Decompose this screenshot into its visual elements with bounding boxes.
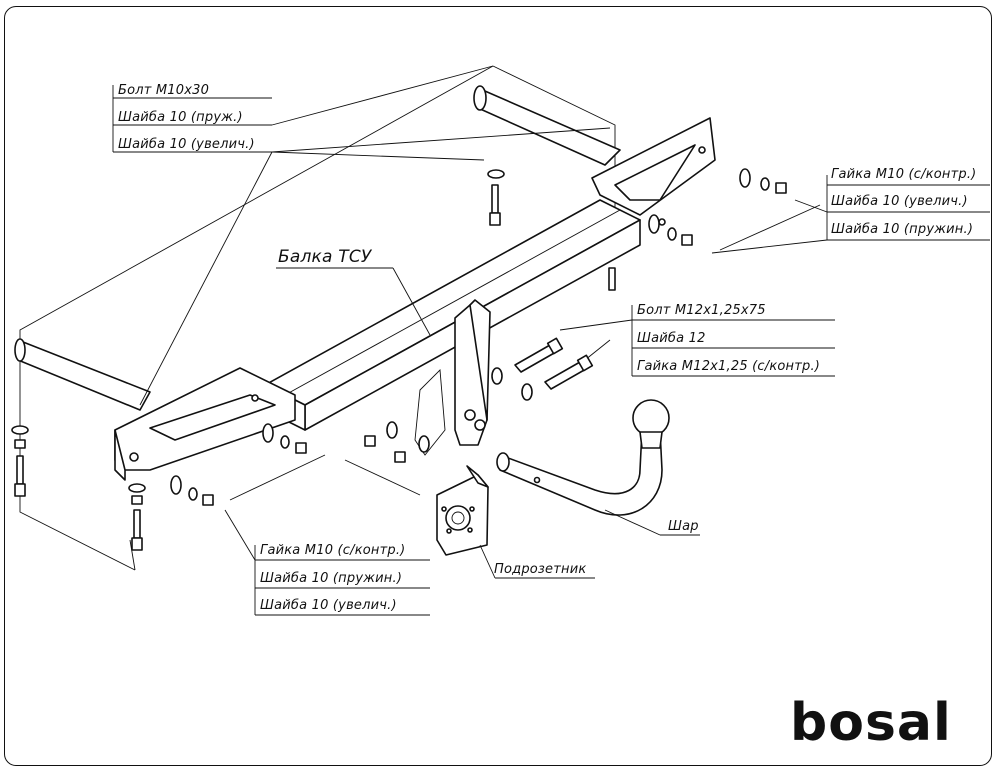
fasteners xyxy=(11,168,787,551)
nut-icon xyxy=(295,442,307,454)
washer-icon xyxy=(487,169,505,179)
label-washer-10-spring-bottom: Шайба 10 (пружин.) xyxy=(260,571,402,586)
washer-icon xyxy=(418,435,430,453)
nut-icon xyxy=(394,451,406,463)
ball-mount xyxy=(496,399,670,516)
washer-icon xyxy=(280,435,290,449)
label-washer-10-spring-top: Шайба 10 (пруж.) xyxy=(118,110,243,125)
washer-icon xyxy=(648,214,660,234)
nut-icon xyxy=(681,234,693,246)
bolt-icon xyxy=(514,337,564,373)
washer-icon xyxy=(739,168,751,188)
washer-icon xyxy=(170,475,182,495)
washer-icon xyxy=(11,425,29,435)
bracket-left xyxy=(114,367,296,481)
washer-icon xyxy=(128,483,146,493)
nut-icon xyxy=(364,435,376,447)
leader-lines xyxy=(112,65,990,616)
label-washer-10-enlarged-bottom: Шайба 10 (увелич.) xyxy=(260,598,397,613)
labels: Болт М10х30 Шайба 10 (пруж.) Шайба 10 (у… xyxy=(118,83,976,613)
nut-icon xyxy=(202,494,214,506)
bolt-icon xyxy=(544,354,594,390)
bolt-icon xyxy=(131,509,143,551)
washer-icon xyxy=(188,487,198,501)
label-bolt-m10x30: Болт М10х30 xyxy=(118,83,209,98)
center-mount-plate xyxy=(414,299,491,456)
nut-icon xyxy=(131,495,143,505)
label-washer-10-enlarged-top: Шайба 10 (увелич.) xyxy=(118,137,255,152)
washer-icon xyxy=(262,423,274,443)
washer-icon xyxy=(760,177,770,191)
label-nut-m10-bottom: Гайка М10 (с/контр.) xyxy=(260,543,405,558)
label-bolt-m12: Болт М12х1,25х75 xyxy=(637,303,766,318)
nut-icon xyxy=(775,182,787,194)
bolt-icon xyxy=(608,267,616,291)
label-beam: Балка ТСУ xyxy=(278,247,373,267)
bolt-icon xyxy=(14,455,26,497)
nut-icon xyxy=(14,439,26,449)
crossbar-top xyxy=(473,85,621,166)
label-washer-10-enlarged-right: Шайба 10 (увелич.) xyxy=(831,194,968,209)
label-socket-plate: Подрозетник xyxy=(494,562,586,577)
washer-icon xyxy=(521,383,533,401)
beam xyxy=(264,199,641,431)
label-ball: Шар xyxy=(668,519,699,534)
socket-plate xyxy=(436,465,489,556)
bosal-logo: bosal xyxy=(790,693,952,753)
crossbar-left xyxy=(14,338,151,411)
drawing-frame xyxy=(4,6,992,766)
label-nut-m10-right: Гайка М10 (с/контр.) xyxy=(831,167,976,182)
bolt-icon xyxy=(489,184,501,226)
label-nut-m12: Гайка М12х1,25 (с/контр.) xyxy=(637,359,820,374)
washer-icon xyxy=(491,367,503,385)
label-washer-10-spring-right: Шайба 10 (пружин.) xyxy=(831,222,973,237)
label-washer-12: Шайба 12 xyxy=(637,331,706,346)
washer-icon xyxy=(667,227,677,241)
washer-icon xyxy=(386,421,398,439)
bracket-right xyxy=(591,117,716,226)
